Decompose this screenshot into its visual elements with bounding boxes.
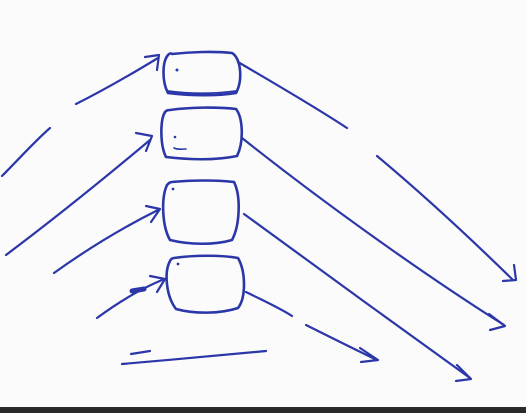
node-box-3 [161,179,240,246]
arrow-left-top [74,53,161,106]
line-right-top [236,60,349,130]
arrow-bottom-left [120,349,268,366]
node-box-1 [162,50,242,97]
arrow-left-third [52,204,162,275]
arrow-right-long [375,154,518,283]
arrow-right-from-box-3 [242,212,473,383]
scan-bottom-edge [0,407,526,413]
line-left-short [0,126,52,178]
node-box-4 [165,254,246,314]
arrow-right-from-box-2 [240,136,507,332]
arrow-right-bottom [304,323,380,364]
arrow-left-fourth [95,274,167,320]
line-right-from-box-4 [244,290,294,318]
arrow-left-second [4,131,154,257]
node-box-2 [160,106,244,161]
